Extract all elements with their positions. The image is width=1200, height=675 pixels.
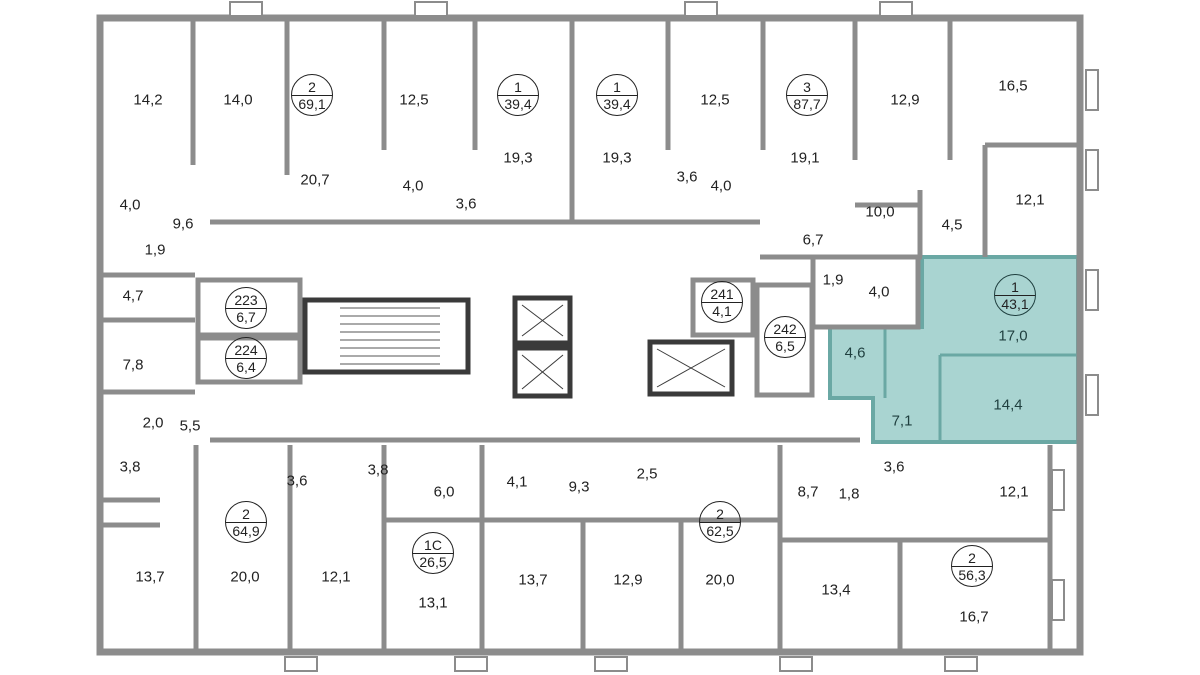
storage-number: 224 <box>226 342 266 359</box>
highlighted-apartment[interactable] <box>828 255 1080 444</box>
apartment-area: 69,1 <box>298 95 326 112</box>
storage-area: 4,1 <box>712 302 732 319</box>
apartment-rooms: 3 <box>787 79 827 96</box>
room-area: 12,1 <box>321 568 351 586</box>
room-area: 19,3 <box>503 149 533 167</box>
room-area: 9,3 <box>568 478 590 496</box>
apartment-area: 62,5 <box>706 522 734 539</box>
room-area: 5,5 <box>179 417 201 435</box>
room-area: 2,5 <box>636 465 658 483</box>
room-area: 4,0 <box>402 177 424 195</box>
room-area: 4,7 <box>122 287 144 305</box>
room-area: 14,0 <box>223 91 253 109</box>
room-area: 14,4 <box>993 396 1023 414</box>
storage-area: 6,4 <box>236 358 256 375</box>
apartment-rooms: 2 <box>952 550 992 567</box>
room-area: 4,5 <box>941 216 963 234</box>
room-area: 16,5 <box>998 77 1028 95</box>
room-area: 6,0 <box>433 483 455 501</box>
room-area: 16,7 <box>959 608 989 626</box>
outer-wall <box>96 14 1084 656</box>
apartment-area: 39,4 <box>504 95 532 112</box>
room-area: 20,0 <box>705 571 735 589</box>
room-area: 3,8 <box>367 461 389 479</box>
room-area: 19,1 <box>790 149 820 167</box>
room-area: 1,9 <box>822 271 844 289</box>
apartment-area: 43,1 <box>1001 295 1029 312</box>
apartment-rooms: 2 <box>700 506 740 523</box>
room-area: 13,7 <box>135 568 165 586</box>
room-area: 7,8 <box>122 356 144 374</box>
elevator <box>512 295 573 346</box>
room-area: 14,2 <box>133 91 163 109</box>
storage-number: 241 <box>702 286 742 303</box>
room-area: 3,6 <box>455 195 477 213</box>
room-area: 4,1 <box>506 473 528 491</box>
room-area: 12,1 <box>1015 191 1045 209</box>
room-area: 12,1 <box>999 483 1029 501</box>
room-area: 3,6 <box>676 168 698 186</box>
room-area: 3,8 <box>119 458 141 476</box>
room-area: 9,6 <box>172 215 194 233</box>
room-area: 4,0 <box>119 196 141 214</box>
apartment-rooms: 1С <box>413 537 453 554</box>
room-area: 1,9 <box>144 241 166 259</box>
room-area: 10,0 <box>865 203 895 221</box>
apartment-rooms: 2 <box>292 79 332 96</box>
room-area: 4,6 <box>844 344 866 362</box>
room-area: 12,9 <box>890 91 920 109</box>
storage-area: 6,7 <box>236 308 256 325</box>
room-area: 8,7 <box>797 483 819 501</box>
storage-number: 223 <box>226 292 266 309</box>
stairwell <box>302 297 471 375</box>
storage-area: 6,5 <box>775 337 795 354</box>
apartment-area: 39,4 <box>603 95 631 112</box>
room-area: 3,6 <box>883 458 905 476</box>
apartment-area: 26,5 <box>419 553 447 570</box>
room-area: 19,3 <box>602 149 632 167</box>
room-area: 12,5 <box>399 91 429 109</box>
room-area: 3,6 <box>286 472 308 490</box>
apartment-rooms: 1 <box>597 79 637 96</box>
elevator <box>647 339 735 397</box>
room-area: 13,7 <box>518 571 548 589</box>
room-area: 13,1 <box>418 594 448 612</box>
apartment-rooms: 1 <box>498 79 538 96</box>
apartment-rooms: 2 <box>226 506 266 523</box>
room-area: 20,7 <box>300 171 330 189</box>
apartment-area: 64,9 <box>232 522 260 539</box>
room-area: 17,0 <box>998 327 1028 345</box>
apartment-area: 87,7 <box>793 95 821 112</box>
apartment-rooms: 1 <box>995 279 1035 296</box>
room-area: 7,1 <box>891 412 913 430</box>
room-area: 20,0 <box>230 568 260 586</box>
room-area: 4,0 <box>710 177 732 195</box>
room-area: 4,0 <box>868 283 890 301</box>
room-area: 1,8 <box>838 485 860 503</box>
room-area: 13,4 <box>821 581 851 599</box>
room-area: 12,9 <box>613 571 643 589</box>
elevator <box>512 345 573 399</box>
apartment-area: 56,3 <box>958 566 986 583</box>
room-area: 12,5 <box>700 91 730 109</box>
room-area: 2,0 <box>142 414 164 432</box>
storage-number: 242 <box>765 321 805 338</box>
room-area: 6,7 <box>802 231 824 249</box>
